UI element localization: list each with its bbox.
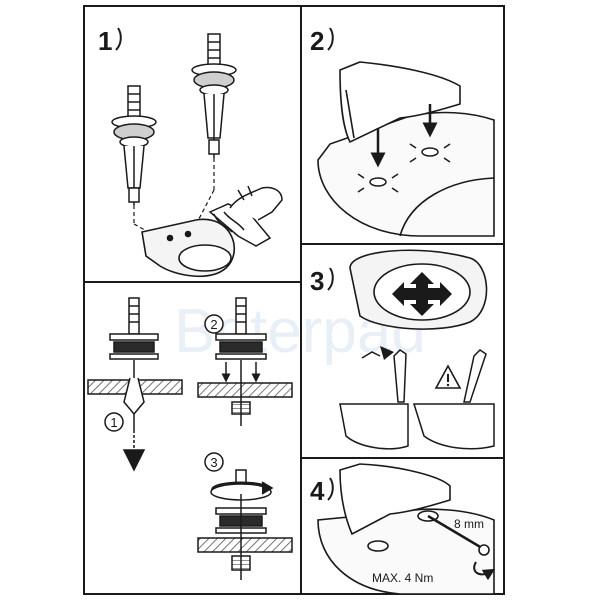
panel-4: 4 8 mm MAX. 4 Nm: [310, 463, 496, 595]
arrow-down-icon: [370, 104, 438, 168]
panel-substeps: 1 2 3: [87, 297, 293, 580]
substep-number-1: 1: [110, 415, 117, 430]
step-number-3: 3: [310, 266, 324, 296]
torque-label: MAX. 4 Nm: [372, 571, 433, 585]
bolt-assembly-left: [111, 85, 157, 205]
warning-icon: [434, 364, 462, 389]
wrench-size-label: 8 mm: [454, 517, 484, 531]
substep-3: [197, 452, 293, 580]
cross-arrows-icon: [392, 272, 452, 316]
substep-2: [197, 297, 293, 426]
step-number-2: 2: [310, 26, 324, 56]
panel-frame: [83, 5, 505, 595]
substep-number-2: 2: [210, 317, 217, 332]
panel-2: 2: [310, 26, 495, 237]
bolt-assembly-right: [191, 33, 237, 158]
step-number-4: 4: [310, 476, 325, 506]
panel-3: 3: [310, 249, 495, 450]
substep-1: [87, 297, 183, 472]
substep-number-3: 3: [210, 455, 217, 470]
hand-cloth-icon: [208, 185, 283, 247]
step-number-1: 1: [98, 26, 112, 56]
toilet-bowl-top: [141, 218, 235, 278]
panel-1: 1: [98, 26, 283, 278]
cross-arrows-icon: [357, 143, 451, 193]
